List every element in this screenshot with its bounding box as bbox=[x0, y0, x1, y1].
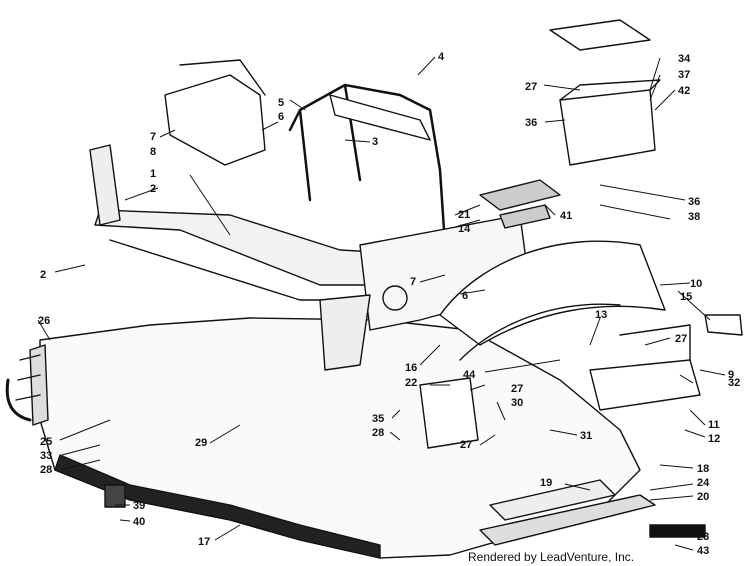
battery-lid bbox=[549, 19, 651, 51]
callout-36[interactable]: 36 bbox=[525, 117, 537, 129]
callout-7[interactable]: 7 bbox=[150, 131, 156, 143]
callout-27[interactable]: 27 bbox=[675, 333, 687, 345]
callout-32[interactable]: 32 bbox=[728, 377, 740, 389]
callout-24[interactable]: 24 bbox=[697, 477, 710, 489]
callout-7[interactable]: 7 bbox=[410, 276, 416, 288]
callout-15[interactable]: 15 bbox=[680, 291, 692, 303]
decal-21 bbox=[479, 179, 561, 211]
callout-2[interactable]: 2 bbox=[150, 183, 156, 195]
callout-40[interactable]: 40 bbox=[133, 516, 145, 528]
callout-21[interactable]: 21 bbox=[458, 209, 470, 221]
callout-23[interactable]: 23 bbox=[697, 531, 709, 543]
battery-box bbox=[559, 89, 656, 166]
callout-43[interactable]: 43 bbox=[697, 545, 709, 557]
callout-19[interactable]: 19 bbox=[540, 477, 552, 489]
callout-13[interactable]: 13 bbox=[595, 309, 607, 321]
callout-18[interactable]: 18 bbox=[697, 463, 709, 475]
handle-15 bbox=[704, 314, 743, 336]
callout-27[interactable]: 27 bbox=[511, 383, 523, 395]
callout-31[interactable]: 31 bbox=[580, 430, 592, 442]
callout-29[interactable]: 29 bbox=[195, 437, 207, 449]
reflector-23 bbox=[649, 524, 706, 538]
callout-10[interactable]: 10 bbox=[690, 278, 702, 290]
callout-27[interactable]: 27 bbox=[460, 439, 472, 451]
callout-41[interactable]: 41 bbox=[560, 210, 572, 222]
trim-20 bbox=[479, 494, 656, 546]
callout-37[interactable]: 37 bbox=[678, 69, 690, 81]
callout-2[interactable]: 2 bbox=[40, 269, 46, 281]
clip-39 bbox=[104, 484, 126, 508]
callout-3[interactable]: 3 bbox=[372, 136, 378, 148]
callout-35[interactable]: 35 bbox=[372, 413, 384, 425]
callout-27[interactable]: 27 bbox=[525, 81, 537, 93]
callout-17[interactable]: 17 bbox=[198, 536, 210, 548]
decal-14 bbox=[499, 204, 551, 229]
callout-11[interactable]: 11 bbox=[708, 419, 720, 431]
callout-44[interactable]: 44 bbox=[463, 369, 476, 381]
callout-28[interactable]: 28 bbox=[40, 464, 52, 476]
callout-39[interactable]: 39 bbox=[133, 500, 145, 512]
callout-22[interactable]: 22 bbox=[405, 377, 417, 389]
rear-tunnel bbox=[439, 240, 666, 346]
callout-25[interactable]: 25 bbox=[40, 436, 52, 448]
callout-14[interactable]: 14 bbox=[458, 223, 471, 235]
callout-30[interactable]: 30 bbox=[511, 397, 523, 409]
callout-6[interactable]: 6 bbox=[278, 111, 284, 123]
callout-9[interactable]: 9 bbox=[728, 369, 734, 381]
callout-38[interactable]: 38 bbox=[688, 211, 700, 223]
callout-1[interactable]: 1 bbox=[150, 168, 156, 180]
callout-8[interactable]: 8 bbox=[150, 146, 156, 158]
callout-26[interactable]: 26 bbox=[38, 315, 50, 327]
bracket-7 bbox=[164, 74, 266, 166]
callout-6[interactable]: 6 bbox=[462, 290, 468, 302]
callout-42[interactable]: 42 bbox=[678, 85, 690, 97]
callout-33[interactable]: 33 bbox=[40, 450, 52, 462]
render-credit: Rendered by LeadVenture, Inc. bbox=[468, 550, 635, 564]
callout-34[interactable]: 34 bbox=[678, 53, 691, 65]
trim-bar-19 bbox=[489, 479, 616, 521]
callout-4[interactable]: 4 bbox=[438, 51, 445, 63]
callout-36[interactable]: 36 bbox=[688, 196, 700, 208]
front-bumper bbox=[29, 344, 49, 426]
callout-16[interactable]: 16 bbox=[405, 362, 417, 374]
callout-28[interactable]: 28 bbox=[372, 427, 384, 439]
plate-22 bbox=[419, 377, 479, 449]
callout-20[interactable]: 20 bbox=[697, 491, 709, 503]
callout-5[interactable]: 5 bbox=[278, 97, 284, 109]
bracket-9 bbox=[589, 359, 701, 411]
callout-12[interactable]: 12 bbox=[708, 433, 720, 445]
